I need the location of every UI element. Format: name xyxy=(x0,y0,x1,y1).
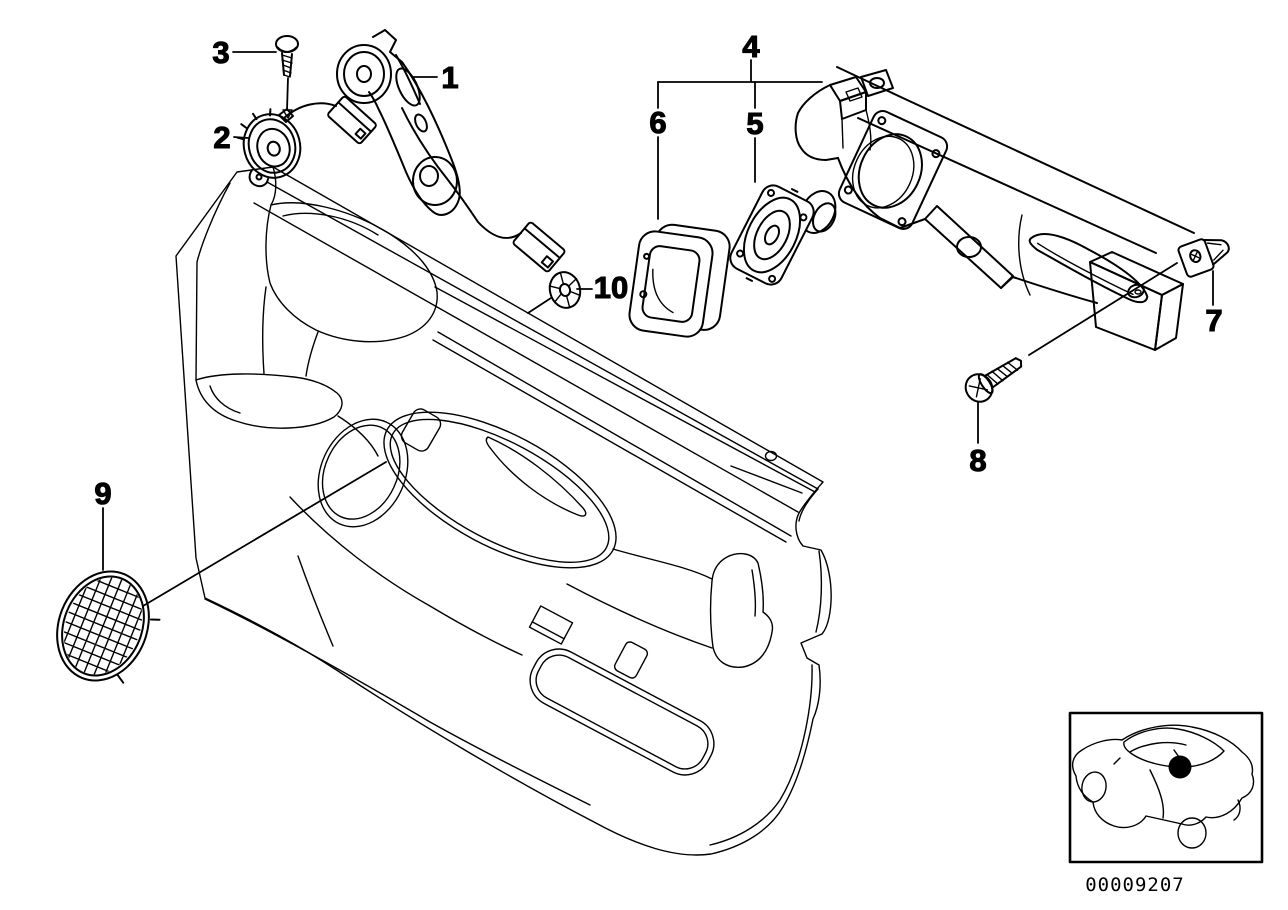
car-outline-drawing xyxy=(1071,724,1255,849)
pillar-foot xyxy=(195,373,343,429)
mirror-bulge-inner xyxy=(282,212,379,236)
sill-line-1 xyxy=(266,181,819,490)
door-speaker-opening xyxy=(317,418,409,528)
armrest-oval xyxy=(383,411,617,569)
crease-mid xyxy=(289,496,523,656)
carrier-bottom-edge xyxy=(837,157,926,229)
door-edge-inner-bottom xyxy=(709,664,813,846)
door-reflector xyxy=(528,605,574,645)
mirror-bulge xyxy=(265,202,438,343)
leader-lines xyxy=(102,51,1214,607)
screw-leader-arrow xyxy=(282,109,293,119)
carrier-ear-hole xyxy=(869,77,885,89)
part-3-screw xyxy=(275,35,299,119)
carrier-mid-hole xyxy=(956,236,982,258)
pillar-foot-inner xyxy=(209,385,241,414)
callout-3[interactable]: 3 xyxy=(212,34,230,70)
leader-4 xyxy=(657,59,823,83)
grille-mesh xyxy=(49,565,157,687)
callout-8[interactable]: 8 xyxy=(969,442,987,478)
carrier-slot xyxy=(1028,233,1149,304)
bracket-lobe-hole xyxy=(419,165,439,187)
document-number: 00009207 xyxy=(1085,874,1185,896)
callout-2[interactable]: 2 xyxy=(213,119,231,155)
carrier-end-front xyxy=(1089,261,1163,351)
pillar-left-inner xyxy=(195,182,231,381)
sill-face-line xyxy=(434,286,816,493)
callout-5[interactable]: 5 xyxy=(746,105,764,141)
callout-6[interactable]: 6 xyxy=(649,104,667,140)
carrier-ear xyxy=(860,69,894,97)
pillar-right-edge xyxy=(270,166,277,206)
part-2-tweeter-speaker xyxy=(236,95,377,188)
tweeter-mount-ring-mid xyxy=(343,51,385,97)
callout-1[interactable]: 1 xyxy=(441,59,459,95)
tweeter-tab-hole xyxy=(255,173,263,181)
door-pocket xyxy=(529,648,715,776)
window-switch-cutout xyxy=(400,408,442,452)
crease-bottom xyxy=(204,598,591,806)
screw-leader xyxy=(286,77,289,111)
part-4-speaker-carrier xyxy=(794,66,1195,351)
callout-4[interactable]: 4 xyxy=(742,28,761,64)
carrier-top-ridge xyxy=(836,66,1195,234)
pillar-neck-2 xyxy=(261,286,267,375)
leader-2 xyxy=(233,136,249,139)
carrier-left-edge xyxy=(794,84,839,161)
tweeter-connector xyxy=(327,95,377,145)
trim-strip-2 xyxy=(432,339,787,543)
carrier-crease xyxy=(1018,214,1031,296)
part-6-speaker-adapter-frame xyxy=(628,223,731,338)
carrier-mid-plate xyxy=(924,205,1014,289)
sill-line-2 xyxy=(253,202,799,513)
callouts: 1 2 3 4 5 6 7 8 9 10 xyxy=(94,28,1223,511)
pull-cup xyxy=(709,552,774,668)
car-position-dot xyxy=(1168,755,1192,779)
part-10-grommet xyxy=(548,271,582,309)
carrier-speaker-frame xyxy=(837,110,949,230)
harness-wire xyxy=(401,107,522,239)
sill-screw-hole xyxy=(764,450,778,462)
door-outline xyxy=(175,166,832,856)
harness-connector xyxy=(512,221,566,273)
tweeter-mount-ring-outer xyxy=(336,44,392,104)
callout-9[interactable]: 9 xyxy=(94,475,112,511)
leader-8-7-axis xyxy=(1028,262,1178,356)
leader-9 xyxy=(102,461,387,607)
trim-strip-1 xyxy=(437,331,792,537)
tweeter-mount-hole xyxy=(356,65,372,83)
part-5-midrange-speaker xyxy=(729,184,837,286)
carrier-end-right xyxy=(1154,283,1184,351)
foot-to-armrest xyxy=(337,415,379,457)
sill-endcap-inner xyxy=(798,488,819,522)
pull-cup-inner xyxy=(751,569,757,617)
door-handle-recess xyxy=(485,436,587,517)
lock-cutout xyxy=(613,641,649,679)
carrier-lower-edge xyxy=(1000,276,1098,304)
sill-face-line-short xyxy=(730,465,803,494)
part-8-screw xyxy=(964,357,1023,403)
armrest-bridge-2 xyxy=(566,583,713,649)
part-7-expanding-clip xyxy=(1177,238,1230,278)
bracket-lobe xyxy=(412,156,458,206)
carrier-face-ridge xyxy=(857,117,1157,254)
crease-left xyxy=(297,555,334,647)
door-trim-panel-drawing xyxy=(175,166,832,856)
tweeter-wire xyxy=(283,102,337,119)
inset-frame xyxy=(1068,711,1264,864)
car-locator-inset xyxy=(1068,711,1264,864)
part-9-speaker-grille xyxy=(49,565,161,687)
callout-10[interactable]: 10 xyxy=(593,269,629,305)
door-edge-inner-top xyxy=(815,550,823,633)
part-1-tweeter-bracket xyxy=(336,29,566,273)
leader-10 xyxy=(527,288,593,314)
pillar-neck-1 xyxy=(305,331,319,377)
tweeter-bottom-tab xyxy=(248,169,269,188)
armrest-bridge-1 xyxy=(612,548,713,580)
callout-7[interactable]: 7 xyxy=(1205,302,1223,338)
